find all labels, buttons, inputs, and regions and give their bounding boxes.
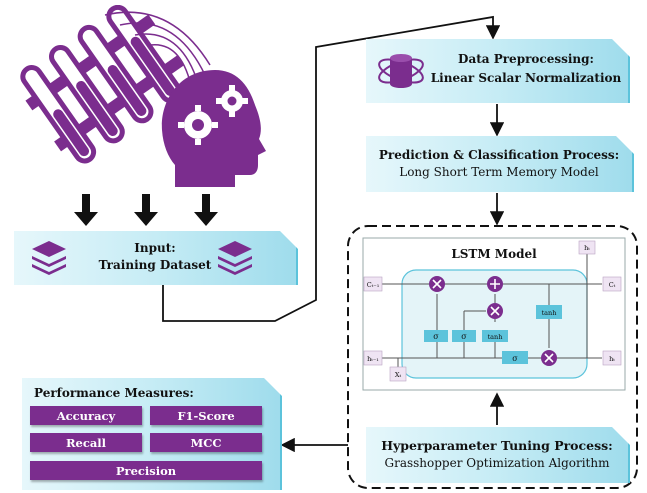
multiply-input-icon	[487, 303, 503, 319]
input-gate-label: σ	[461, 332, 467, 341]
cell-tanh-box	[536, 305, 562, 319]
metric-recall: Recall	[30, 433, 142, 452]
h-prev-label-box	[363, 350, 383, 366]
metric-mcc: MCC	[150, 433, 262, 452]
candidate-tanh-box	[482, 330, 508, 342]
test-tube-rack-icon	[20, 5, 184, 164]
candidate-tanh-label: tanh	[488, 333, 503, 341]
lstm-model-diagram: LSTM Model Cₜ₋₁ Cₜ hₜ₋₁ hₜ hₜ Xₜ σ σ tan…	[362, 237, 626, 391]
hyperparameter-subtitle: Grasshopper Optimization Algorithm	[384, 456, 610, 470]
c-t-label-box	[602, 276, 622, 292]
multiply-forget-icon	[429, 276, 445, 292]
prediction-subtitle: Long Short Term Memory Model	[399, 165, 599, 179]
c-prev-label-box	[363, 276, 383, 292]
preprocessing-subtitle: Linear Scalar Normalization	[430, 71, 622, 85]
x-t-label: Xₜ	[395, 371, 402, 379]
test-tubes-head-illustration	[20, 5, 266, 187]
layers-icon	[214, 237, 256, 279]
down-arrow-icon	[194, 194, 218, 226]
h-prev-label: hₜ₋₁	[367, 355, 379, 363]
performance-box: Performance Measures: Accuracy F1-Score …	[22, 378, 282, 490]
connector-input-to-preprocessing	[162, 15, 501, 322]
h-t-top-label-box	[578, 240, 596, 255]
forget-gate-box	[424, 330, 448, 342]
performance-title: Performance Measures:	[34, 386, 194, 400]
database-atom-icon	[376, 46, 426, 96]
layers-icon	[28, 237, 70, 279]
hyperparameter-box: Hyperparameter Tuning Process: Grasshopp…	[366, 427, 630, 483]
metric-f1-score: F1-Score	[150, 406, 262, 425]
cell-tanh-label: tanh	[542, 309, 557, 317]
lstm-dashed-container	[347, 225, 638, 489]
h-t-out-label-box	[602, 350, 622, 366]
input-box: Input: Training Dataset	[14, 231, 298, 285]
h-t-top-label: hₜ	[584, 244, 590, 252]
output-gate-box	[502, 351, 528, 364]
output-gate-label: σ	[512, 354, 518, 363]
c-t-label: Cₜ	[609, 281, 616, 289]
x-t-label-box	[389, 366, 407, 382]
multiply-output-icon	[541, 350, 557, 366]
preprocessing-title: Data Preprocessing:	[458, 52, 594, 66]
input-gate-box	[452, 330, 476, 342]
metric-precision: Precision	[30, 461, 262, 480]
metric-accuracy: Accuracy	[30, 406, 142, 425]
forget-gate-label: σ	[433, 332, 439, 341]
h-t-out-label: hₜ	[609, 355, 615, 363]
add-icon	[487, 276, 503, 292]
down-arrow-icon	[134, 194, 158, 226]
input-subtitle: Training Dataset	[98, 258, 212, 272]
preprocessing-box: Data Preprocessing: Linear Scalar Normal…	[366, 39, 630, 103]
lstm-title: LSTM Model	[451, 247, 537, 261]
prediction-title: Prediction & Classification Process:	[378, 148, 620, 162]
input-title: Input:	[134, 241, 176, 255]
down-arrows	[74, 194, 218, 226]
head-with-gears-icon	[161, 70, 266, 187]
prediction-box: Prediction & Classification Process: Lon…	[366, 136, 634, 192]
hyperparameter-title: Hyperparameter Tuning Process:	[381, 438, 613, 453]
c-prev-label: Cₜ₋₁	[367, 281, 380, 289]
down-arrow-icon	[74, 194, 98, 226]
